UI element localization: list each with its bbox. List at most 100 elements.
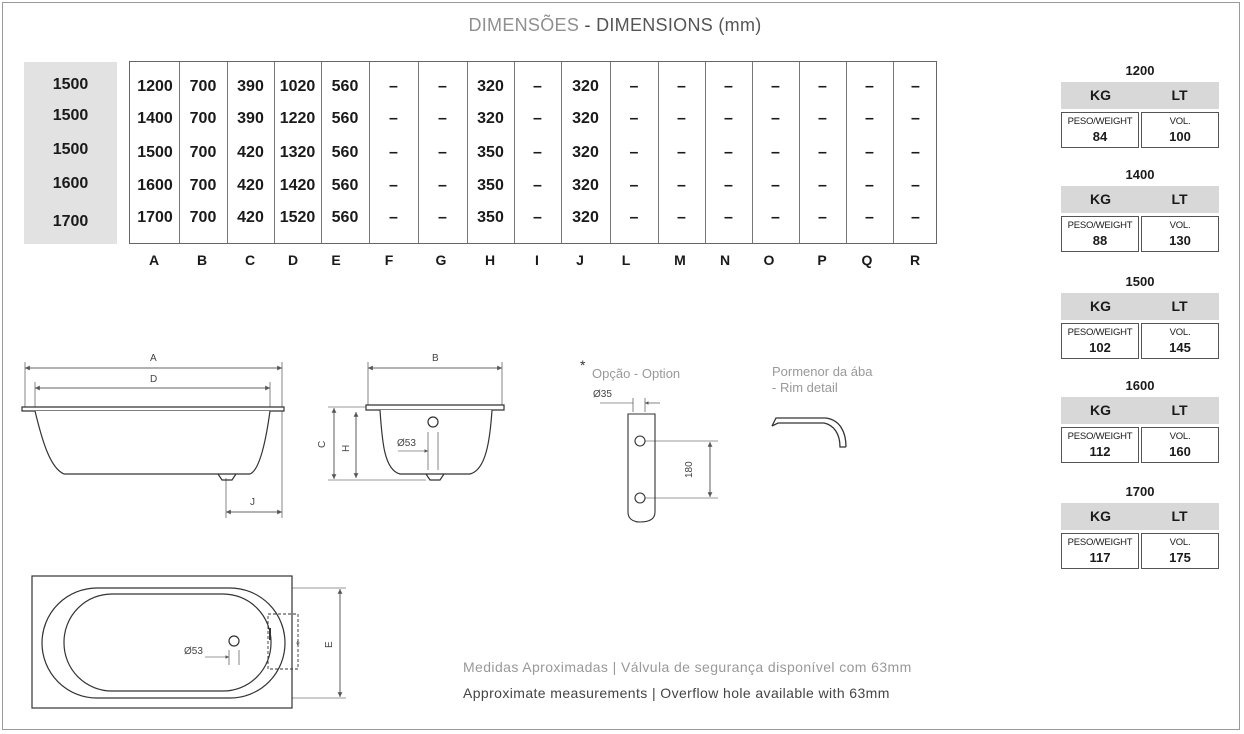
table-cell: – xyxy=(438,144,447,161)
table-cell: 350 xyxy=(477,177,504,194)
table-cell: – xyxy=(911,110,920,127)
table-cell: – xyxy=(629,144,639,161)
column-letter: E xyxy=(331,252,341,268)
plan-diameter: Ø53 xyxy=(184,646,203,657)
plan-star: * xyxy=(295,641,306,645)
table-cell: – xyxy=(865,110,874,127)
table-cell: 1200 xyxy=(137,78,173,95)
option-label: Opção - Option xyxy=(592,366,680,381)
table-column-divider xyxy=(705,62,706,243)
table-cell: 390 xyxy=(237,110,264,127)
label-b: B xyxy=(432,353,439,364)
volume-label: VOL. xyxy=(1169,431,1191,442)
option-star: * xyxy=(580,357,586,373)
table-cell: 350 xyxy=(477,209,504,226)
weight-value: 112 xyxy=(1089,444,1111,459)
table-cell: 420 xyxy=(237,177,264,194)
table-cell: 1600 xyxy=(137,177,173,194)
table-cell: – xyxy=(438,78,447,95)
model-label: 1700 xyxy=(52,213,89,230)
table-cell: – xyxy=(724,110,733,127)
table-cell: – xyxy=(724,78,733,95)
table-cell: 1700 xyxy=(137,209,173,226)
table-cell: – xyxy=(818,209,827,226)
volume-label: VOL. xyxy=(1169,327,1191,338)
table-cell: 320 xyxy=(477,110,504,127)
table-cell: – xyxy=(533,209,542,226)
table-cell: – xyxy=(389,177,398,194)
model-label: 1500 xyxy=(52,141,89,158)
weight-value: 102 xyxy=(1089,340,1111,355)
table-cell: 1320 xyxy=(279,144,316,161)
lt-header: LT xyxy=(1171,508,1188,524)
table-cell: 350 xyxy=(477,144,504,161)
table-cell: 390 xyxy=(237,78,264,95)
table-cell: – xyxy=(865,209,874,226)
title-separator: - xyxy=(579,15,597,35)
note-portuguese: Medidas Aproximadas | Válvula de seguran… xyxy=(463,659,912,675)
table-column-divider xyxy=(321,62,322,243)
title-pt: DIMENSÕES xyxy=(468,15,580,35)
table-cell: 420 xyxy=(237,144,264,161)
label-j: J xyxy=(250,497,255,508)
table-cell: 320 xyxy=(477,78,504,95)
table-cell: – xyxy=(724,177,733,194)
label-d: D xyxy=(150,374,157,385)
volume-label: VOL. xyxy=(1169,116,1191,127)
label-c: C xyxy=(317,441,328,448)
table-cell: 1400 xyxy=(137,110,173,127)
table-cell: – xyxy=(629,78,639,95)
table-cell: 560 xyxy=(331,78,359,95)
table-column-divider xyxy=(610,62,611,243)
table-cell: – xyxy=(865,177,874,194)
table-cell: 320 xyxy=(572,78,599,95)
table-cell: – xyxy=(533,177,542,194)
model-labels: 1500 1500 1500 1600 1700 xyxy=(24,62,117,244)
table-column-divider xyxy=(893,62,894,243)
model-label: 1500 xyxy=(52,107,89,124)
table-cell: – xyxy=(629,177,639,194)
weight-value: 84 xyxy=(1092,129,1108,144)
table-cell: – xyxy=(911,144,920,161)
table-cell: 700 xyxy=(189,144,217,161)
table-cell: 1500 xyxy=(137,144,173,161)
table-cell: – xyxy=(389,110,398,127)
option-diameter: Ø35 xyxy=(593,389,612,400)
table-cell: – xyxy=(771,110,780,127)
column-letter: J xyxy=(576,252,584,268)
column-letter: R xyxy=(909,252,921,268)
table-column-divider xyxy=(179,62,180,243)
note-english: Approximate measurements | Overflow hole… xyxy=(463,685,890,701)
table-column-divider xyxy=(658,62,659,243)
column-letter: C xyxy=(244,252,256,268)
table-cell: – xyxy=(629,209,639,226)
table-cell: – xyxy=(818,177,827,194)
table-cell: – xyxy=(677,209,686,226)
volume-value: 145 xyxy=(1169,340,1191,355)
model-label: 1600 xyxy=(52,175,89,192)
column-letter: G xyxy=(435,252,447,268)
table-cell: 560 xyxy=(331,144,359,161)
kg-header: KG xyxy=(1090,87,1111,103)
column-letter: F xyxy=(384,252,394,268)
option-180: 180 xyxy=(684,461,695,478)
column-letter: B xyxy=(196,252,208,268)
table-cell: – xyxy=(629,110,639,127)
table-cell: – xyxy=(911,177,920,194)
rim-label-1: Pormenor da ába xyxy=(772,364,873,379)
volume-label: VOL. xyxy=(1169,220,1191,231)
table-column-divider xyxy=(561,62,562,243)
table-cell: 1220 xyxy=(279,110,316,127)
column-letter: D xyxy=(287,252,299,268)
table-cell: 700 xyxy=(189,209,217,226)
option-detail-drawing xyxy=(600,398,718,523)
label-e: E xyxy=(324,641,335,648)
weight-value: 88 xyxy=(1092,233,1108,248)
model-caption: 1600 xyxy=(1125,378,1155,393)
